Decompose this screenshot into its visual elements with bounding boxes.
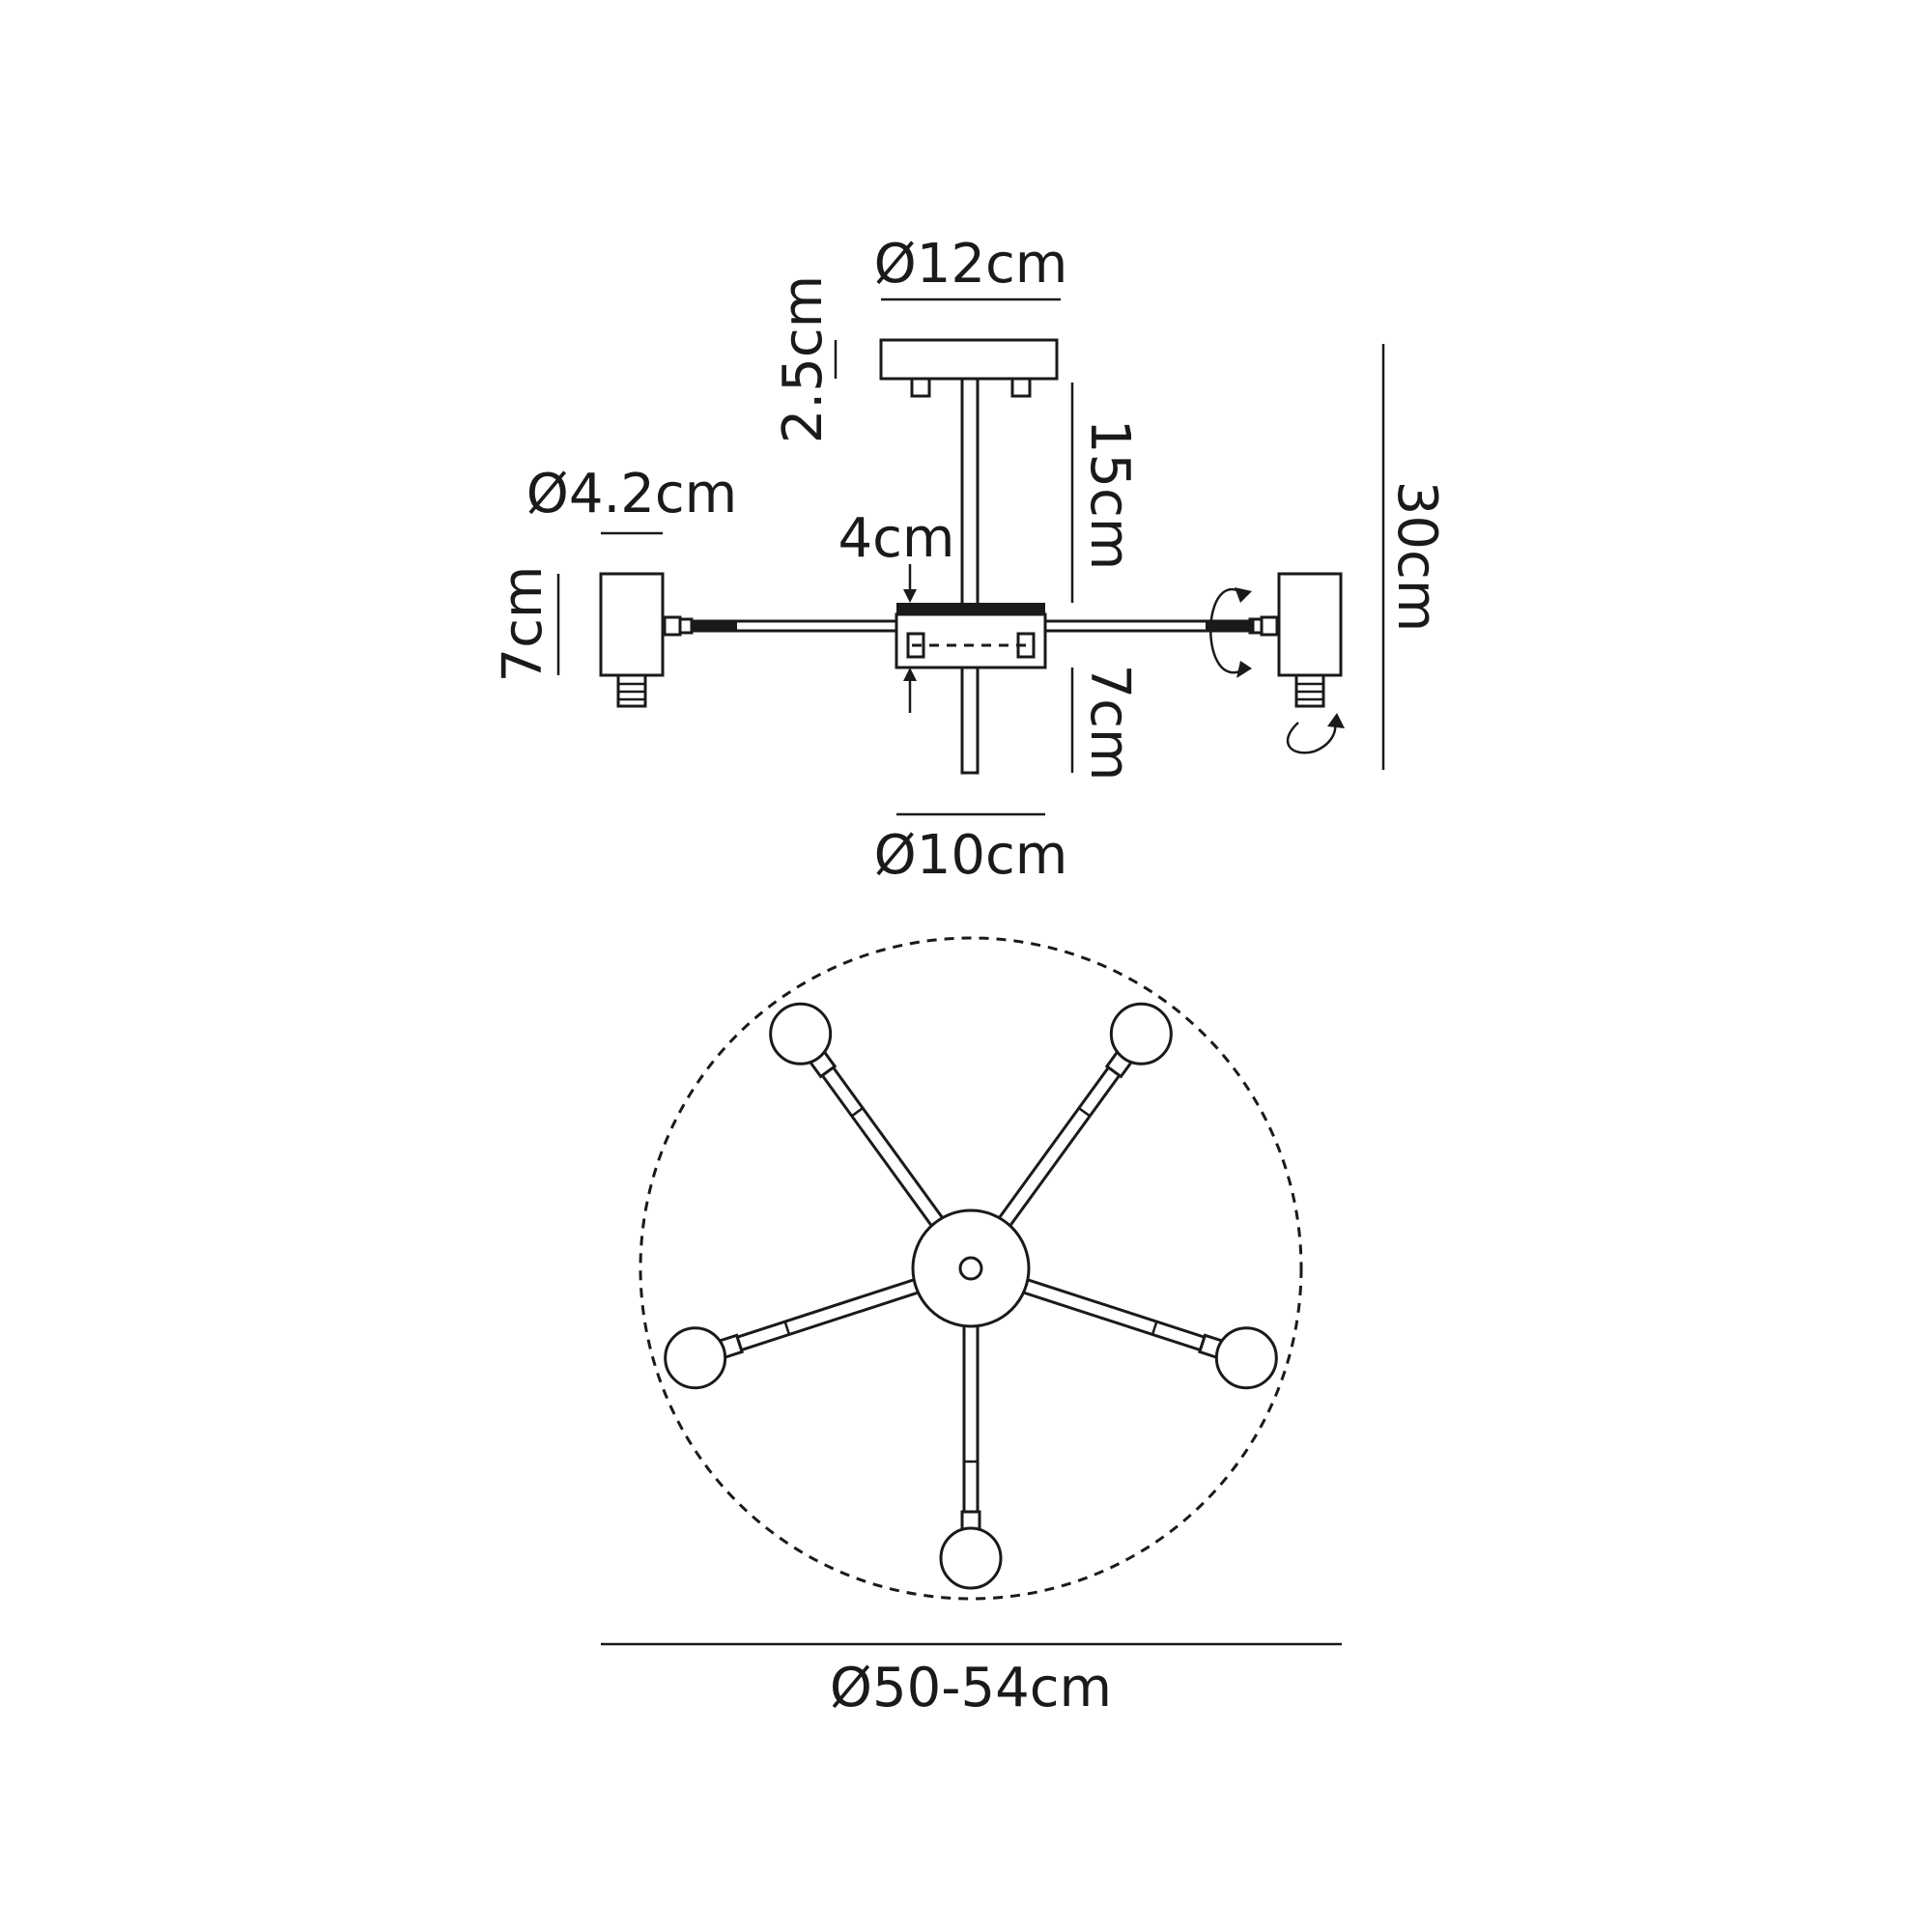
plan-view: Ø50-54cm [601, 936, 1342, 1719]
plan-hub-center [958, 1256, 983, 1281]
left-shade [599, 572, 665, 708]
bulb-1 [939, 1526, 1003, 1590]
upper-stem [960, 377, 980, 609]
right-arm [1043, 615, 1279, 637]
right-shade [1277, 572, 1343, 708]
shade-rotation-arrow-icon [1286, 713, 1345, 754]
canopy-height-label: 2.5cm [772, 275, 835, 443]
lower-stem-length-label: 7cm [1078, 665, 1141, 781]
plan-arm-2 [664, 1277, 922, 1390]
canopy-screws [910, 377, 1032, 398]
arm-rotation-arrow-icon [1209, 587, 1252, 678]
upper-stem-length-label: 15cm [1078, 419, 1141, 571]
shade-diameter-label: Ø4.2cm [526, 463, 737, 526]
left-arm [663, 615, 898, 637]
hub-height-arrows-icon [903, 564, 917, 713]
central-hub [895, 603, 1047, 669]
hub-height-label: 4cm [838, 507, 955, 570]
shade-height-label: 7cm [492, 566, 554, 683]
bulb-5 [1214, 1326, 1278, 1390]
bulb-3 [769, 1002, 833, 1065]
ceiling-canopy [879, 338, 1059, 381]
bulb-4 [1109, 1002, 1173, 1065]
bulb-2 [664, 1326, 727, 1390]
hub-diameter-label: Ø10cm [874, 824, 1068, 887]
plan-arm-1 [939, 1322, 1003, 1590]
total-height-label: 30cm [1385, 481, 1448, 633]
side-view: Ø12cm 2.5cm 15cm 30cm Ø4.2cm 7cm 4cm 7cm… [492, 233, 1448, 887]
lower-stem [960, 666, 980, 775]
overall-diameter-label: Ø50-54cm [830, 1657, 1112, 1719]
overall-diameter-circle [639, 936, 1303, 1601]
plan-arm-3 [769, 1002, 946, 1230]
plan-arm-5 [1020, 1277, 1278, 1390]
plan-arm-4 [996, 1002, 1173, 1230]
canopy-diameter-label: Ø12cm [874, 233, 1068, 296]
